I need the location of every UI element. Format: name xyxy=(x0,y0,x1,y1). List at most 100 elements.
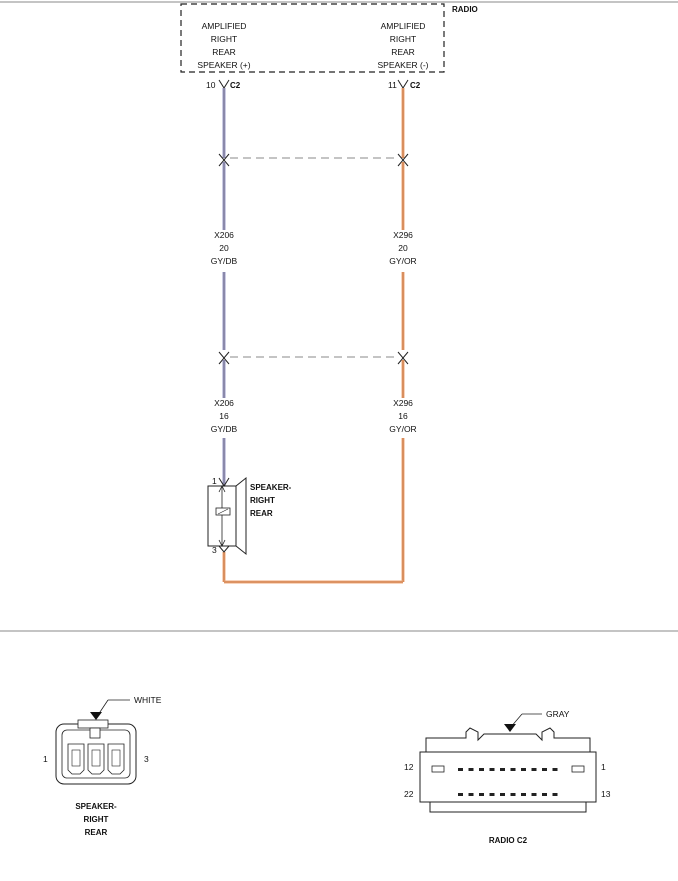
wire-left-terminal-top xyxy=(218,79,230,89)
wire-left-break-1b xyxy=(218,159,230,167)
wire-left-upper-circuit: X206 xyxy=(214,230,234,240)
wire-left-gy-db xyxy=(218,79,230,486)
speaker-connector-pin-3: 3 xyxy=(144,754,149,764)
radio-c2-latch-left xyxy=(431,765,445,773)
speaker-cone xyxy=(235,476,247,556)
speaker-connector-terminal-1 xyxy=(71,749,81,767)
wire-label-right-lower: X296 16 GY/OR xyxy=(389,398,416,434)
radio-c2-cavity xyxy=(521,768,526,771)
speaker-symbol: 1 3 xyxy=(207,476,247,556)
radio-right-line-1: AMPLIFIED xyxy=(381,21,426,31)
wire-right-lower-color: GY/OR xyxy=(389,424,416,434)
radio-c2-pin-grid xyxy=(458,768,558,796)
speaker-arrow-top xyxy=(218,485,226,493)
radio-c2-arrowhead xyxy=(504,724,516,732)
speaker-connector-terminal-2 xyxy=(91,749,101,767)
speaker-name-line-3: REAR xyxy=(250,509,273,518)
radio-c2-cavity xyxy=(510,793,516,796)
wire-left-upper-color: GY/DB xyxy=(211,256,238,266)
wire-right-upper-color: GY/OR xyxy=(389,256,416,266)
speaker-connector-view: WHITE 1 3 SPEAKER- RIGHT REAR xyxy=(43,695,162,837)
radio-c2-pin-22: 22 xyxy=(404,789,414,799)
radio-c2-pin-1: 1 xyxy=(601,762,606,772)
radio-c2-cavity xyxy=(521,793,526,796)
radio-c2-latch-right xyxy=(571,765,585,773)
radio-left-line-4: SPEAKER (+) xyxy=(197,60,250,70)
wire-right-upper-gauge: 20 xyxy=(398,243,408,253)
radio-c2-cavity xyxy=(542,793,547,796)
radio-c2-pin-12: 12 xyxy=(404,762,414,772)
radio-c2-cavity xyxy=(468,768,474,771)
wire-bottom-return xyxy=(222,552,403,584)
radio-c2-cavity xyxy=(552,793,558,796)
wire-left-lower-circuit: X206 xyxy=(214,398,234,408)
radio-c2-cavity xyxy=(489,793,495,796)
radio-right-line-2: RIGHT xyxy=(390,34,416,44)
radio-pin-11: 11 xyxy=(388,80,397,90)
wire-right-lower-circuit: X296 xyxy=(393,398,413,408)
radio-label: RADIO xyxy=(452,5,478,14)
speaker-name-line-2: RIGHT xyxy=(250,496,275,505)
speaker-connector-caption-3: REAR xyxy=(85,828,108,837)
speaker-name: SPEAKER- RIGHT REAR xyxy=(250,483,292,518)
radio-c2-caption: RADIO C2 xyxy=(489,836,528,845)
speaker-connector-caption-2: RIGHT xyxy=(84,815,109,824)
wire-left-break-2a xyxy=(218,351,230,359)
wire-left-upper-gauge: 20 xyxy=(219,243,229,253)
wire-right-break-2b xyxy=(397,357,409,365)
radio-c2-cavity xyxy=(500,793,505,796)
wire-right-upper-circuit: X296 xyxy=(393,230,413,240)
speaker-pin-3: 3 xyxy=(212,545,217,555)
radio-c2-cavity xyxy=(531,793,537,796)
speaker-connector-latch xyxy=(77,719,109,729)
speaker-name-line-1: SPEAKER- xyxy=(250,483,292,492)
radio-left-line-3: REAR xyxy=(212,47,236,57)
radio-c2-pin-13: 13 xyxy=(601,789,611,799)
wire-label-left-lower: X206 16 GY/DB xyxy=(211,398,238,434)
radio-c2-cavity xyxy=(458,793,463,796)
radio-c2-cavity xyxy=(500,768,505,771)
radio-box xyxy=(180,3,445,73)
radio-c2-housing xyxy=(419,751,597,803)
radio-c2-cavity xyxy=(479,793,484,796)
radio-c2-cavity xyxy=(458,768,463,771)
speaker-terminal-top xyxy=(218,477,230,487)
radio-right-line-3: REAR xyxy=(391,47,415,57)
radio-c2-cavity xyxy=(552,768,558,771)
wire-left-lower-gauge: 16 xyxy=(219,411,229,421)
radio-c2-cavity xyxy=(531,768,537,771)
wire-right-lower-gauge: 16 xyxy=(398,411,408,421)
radio-c2-bottom-lip xyxy=(429,802,587,813)
wire-right-break-1b xyxy=(397,159,409,167)
radio-c2-cavity xyxy=(542,768,547,771)
wire-right-gy-or xyxy=(397,79,409,582)
radio-connector-right: C2 xyxy=(410,81,421,90)
radio-c2-cavity xyxy=(479,768,484,771)
wire-left-lower-color: GY/DB xyxy=(211,424,238,434)
radio-left-line-1: AMPLIFIED xyxy=(202,21,247,31)
speaker-connector-terminal-3 xyxy=(111,749,121,767)
speaker-connector-caption-1: SPEAKER- xyxy=(75,802,117,811)
wire-right-break-2a xyxy=(397,351,409,359)
speaker-coil-slash xyxy=(217,508,229,515)
radio-c2-connector-view: GRAY 12 1 22 13 RADIO C2 xyxy=(404,709,611,845)
speaker-connector-key xyxy=(89,727,101,739)
radio-right-line-4: SPEAKER (-) xyxy=(377,60,428,70)
speaker-terminal-bottom xyxy=(218,545,230,553)
wire-label-left-upper: X206 20 GY/DB xyxy=(211,230,238,266)
speaker-connector-arrowhead xyxy=(90,712,102,720)
speaker-connector-pin-1: 1 xyxy=(43,754,48,764)
radio-c2-cavity xyxy=(468,793,474,796)
speaker-arrow-bottom xyxy=(218,539,226,547)
radio-pin-10: 10 xyxy=(206,80,216,90)
radio-left-line-2: RIGHT xyxy=(211,34,237,44)
speaker-connector-color: WHITE xyxy=(134,695,162,705)
wire-right-terminal-top xyxy=(397,79,409,89)
wire-left-break-2b xyxy=(218,357,230,365)
radio-c2-cavity xyxy=(489,768,495,771)
radio-pin-left-description: AMPLIFIED RIGHT REAR SPEAKER (+) xyxy=(197,21,250,70)
wire-label-right-upper: X296 20 GY/OR xyxy=(389,230,416,266)
radio-pin-right-description: AMPLIFIED RIGHT REAR SPEAKER (-) xyxy=(377,21,428,70)
